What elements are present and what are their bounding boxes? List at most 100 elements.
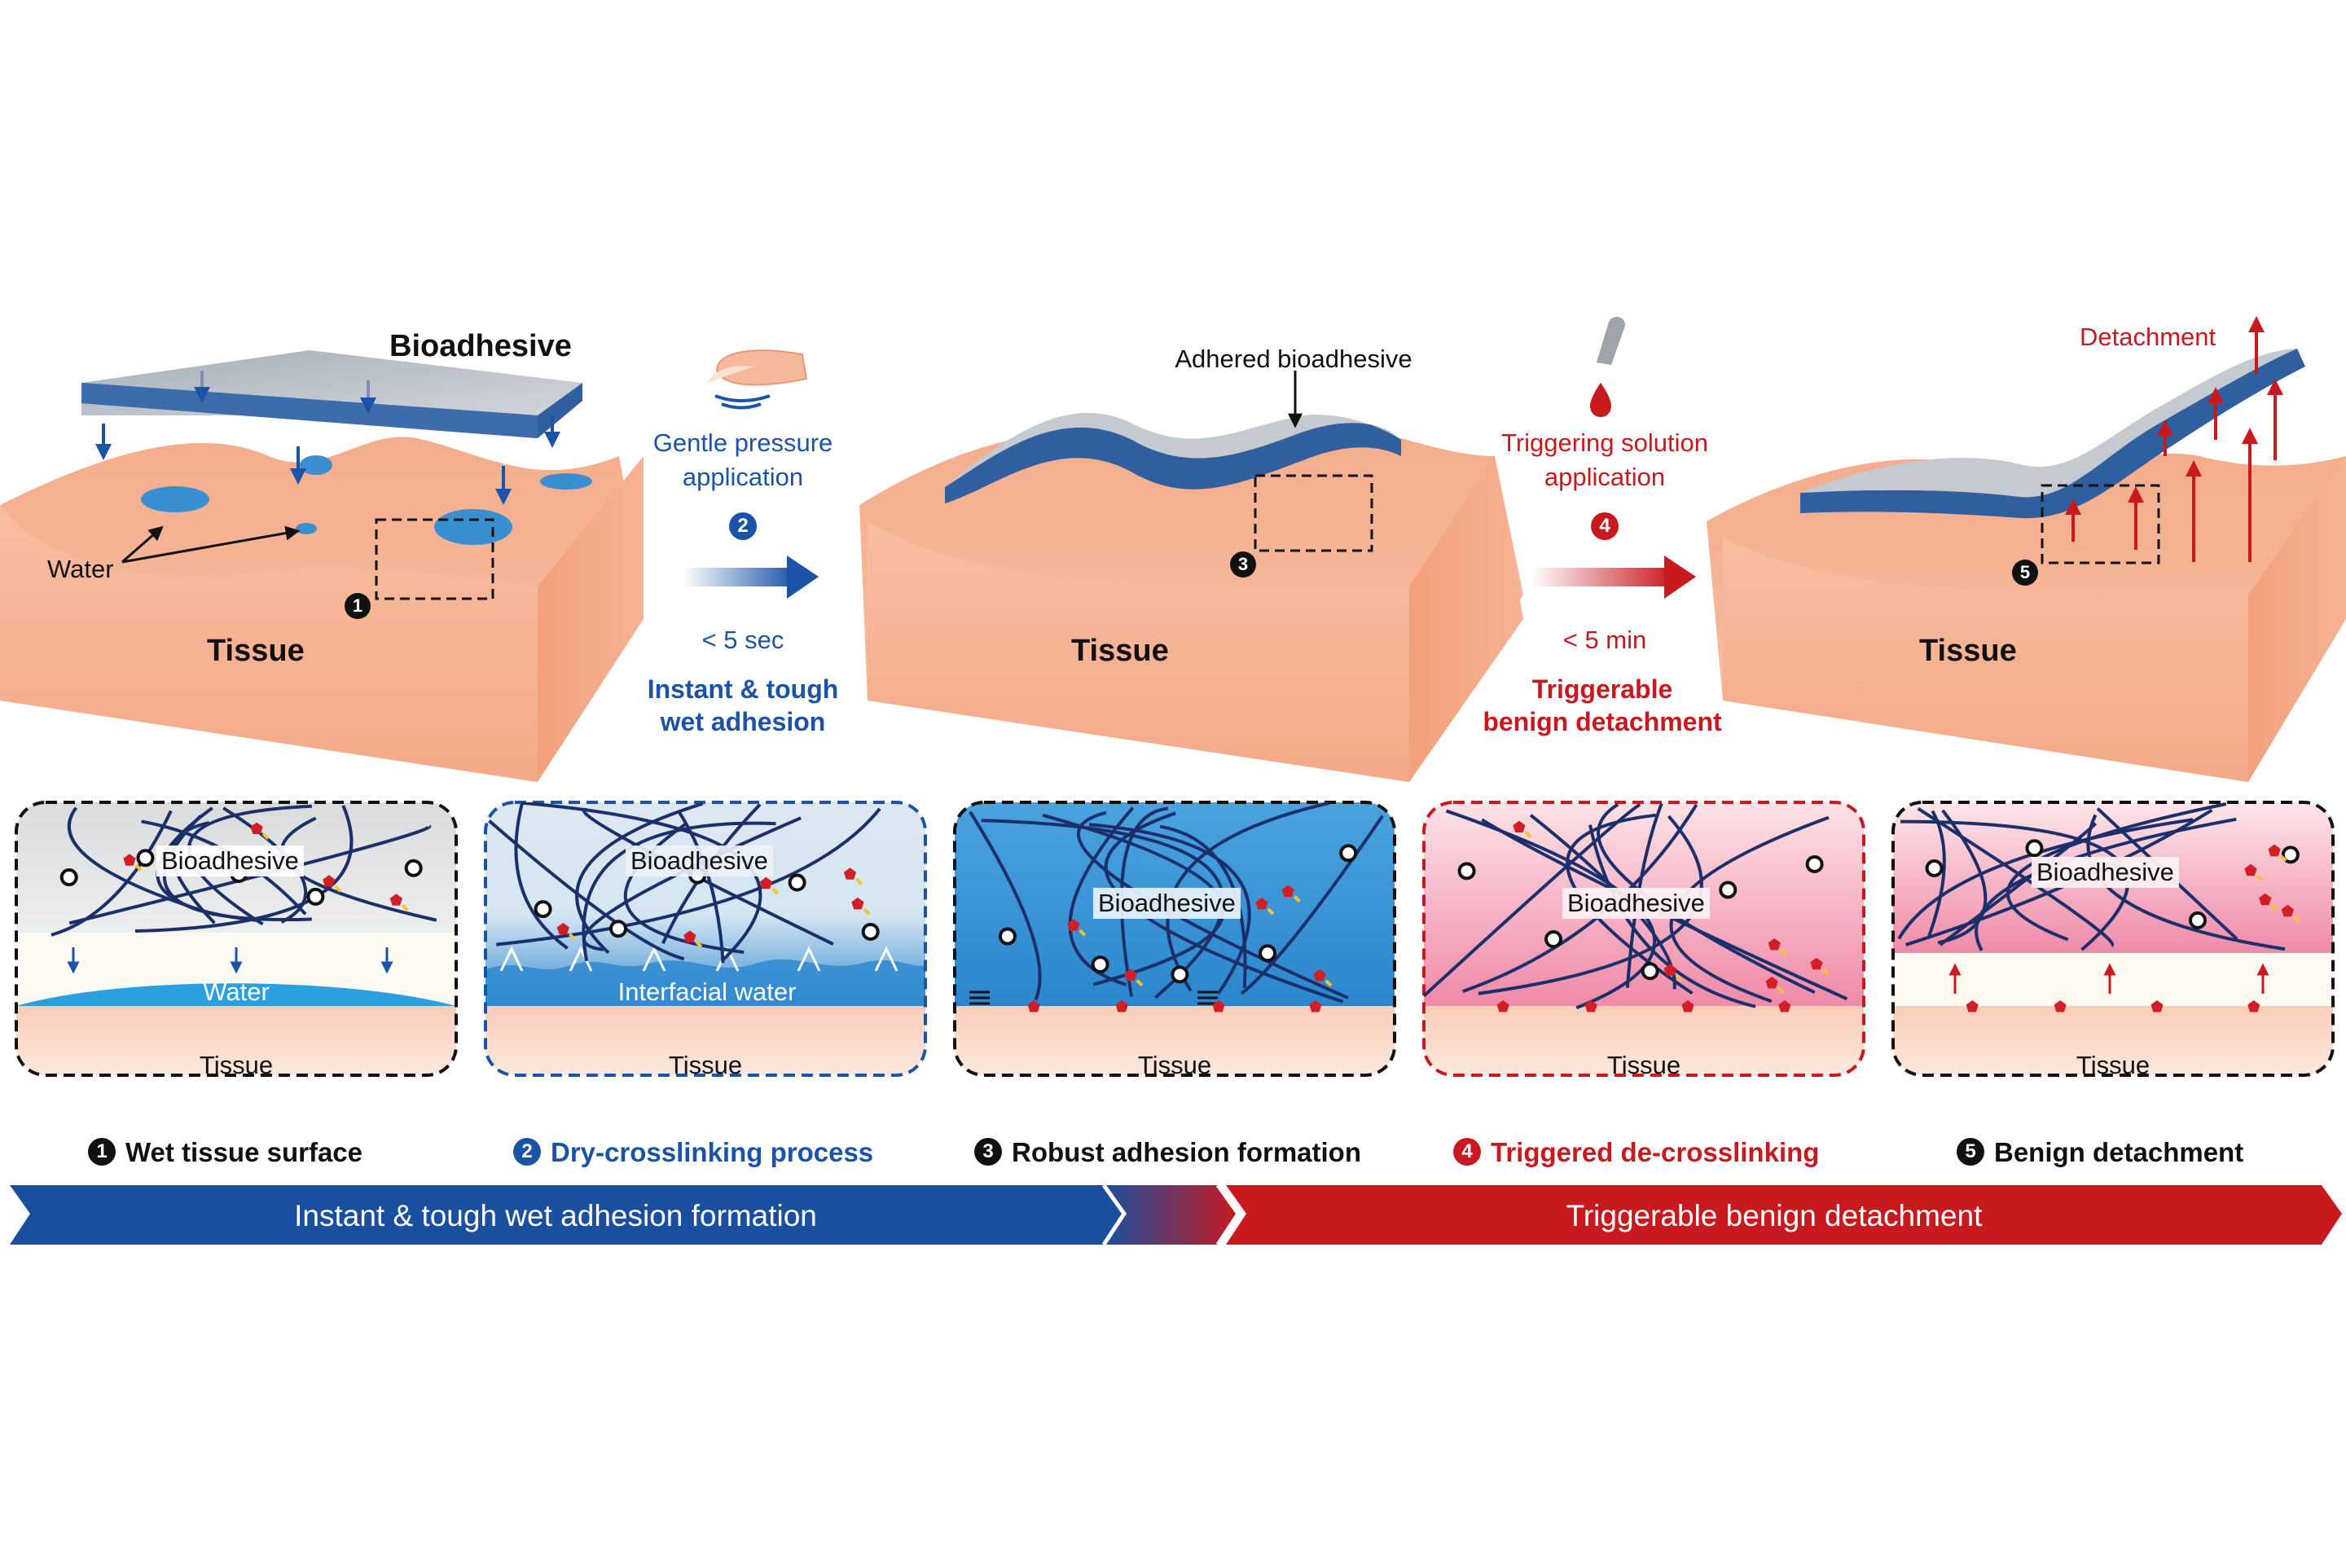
fingertip-icon: [707, 349, 808, 410]
nhs-group: [1810, 957, 1823, 970]
nhs-group: [2244, 863, 2257, 876]
tissue-amine-group: [1966, 1000, 1979, 1012]
crosslink-node: [1544, 930, 1563, 949]
step2-line2: application: [682, 463, 804, 491]
panel-3: [955, 802, 1395, 1075]
step4-time: < 5 min: [1562, 626, 1647, 654]
polymer-strand: [1076, 810, 1349, 999]
polymer-strand: [1900, 819, 2129, 951]
linker: [261, 832, 270, 840]
step2-line1: Gentle pressure: [652, 428, 833, 457]
panel1-water-label: Water: [203, 977, 270, 1006]
tissue-amine-group: [1115, 1000, 1128, 1012]
step4-result-line1: Triggerable: [1531, 674, 1673, 704]
crosslink-node: [609, 920, 628, 938]
panel3-tissue-label: Tissue: [1137, 1051, 1212, 1079]
polymer-strand: [1597, 802, 1816, 995]
linker: [2256, 874, 2264, 882]
tissue-amine-group: [1212, 1000, 1225, 1012]
step2-result-line2: wet adhesion: [660, 707, 826, 736]
step4-result-line2: benign detachment: [1483, 707, 1722, 736]
crosslink-node: [1171, 965, 1189, 984]
polymer-strand: [1159, 824, 1247, 988]
nhs-group: [323, 875, 336, 887]
panel4-bioadhesive-label: Bioadhesive: [1562, 888, 1710, 920]
nhs-group: [1768, 938, 1781, 951]
panel-2-network: [488, 802, 881, 964]
polymer-strand: [67, 806, 215, 916]
step4-line1: Triggering solution: [1501, 428, 1708, 457]
crosslink-node: [861, 922, 880, 941]
polymer-strand: [1625, 802, 1663, 988]
crosslink-node: [1091, 955, 1109, 974]
bioadhesive-label: Bioadhesive: [389, 329, 572, 363]
crosslink-node: [1925, 859, 1944, 877]
crosslink-node: [1457, 862, 1476, 881]
nhs-group: [1281, 885, 1294, 897]
tissue-amine-group: [1496, 1000, 1509, 1012]
panel1-bioadhesive-label: Bioadhesive: [156, 845, 304, 877]
linker: [1779, 948, 1787, 956]
nhs-group: [2259, 893, 2272, 906]
polymer-strand: [1937, 809, 1988, 945]
nhs-group: [1513, 820, 1526, 832]
polymer-strand: [1566, 813, 1694, 995]
linker: [1293, 895, 1301, 903]
dropper-icon: [1590, 316, 1626, 417]
polymer-strand: [1917, 807, 2115, 947]
step4-arrow: [1531, 556, 1696, 599]
linker: [1136, 979, 1144, 986]
polymer-strand: [1897, 818, 2194, 940]
nhs-group: [556, 922, 569, 935]
tissue-amine-group: [2150, 1000, 2164, 1012]
linker: [568, 933, 576, 941]
tissue-block-1: [0, 437, 644, 782]
linker: [695, 940, 703, 948]
crosslink-node: [788, 873, 806, 892]
stage5-badge: 5: [2012, 560, 2048, 588]
crosslink-node: [1719, 881, 1738, 899]
tissue-amine-group: [1584, 1000, 1597, 1012]
crosslink-node: [1259, 944, 1277, 963]
linker: [2292, 915, 2300, 923]
linker: [1325, 979, 1333, 987]
tissue-label-3: Tissue: [1071, 634, 1169, 668]
nhs-group: [123, 854, 136, 866]
nhs-group: [2281, 904, 2294, 917]
polymer-strand: [1424, 802, 1641, 998]
polymer-strand: [1119, 806, 1169, 997]
polymer-strand: [582, 807, 834, 946]
crosslink-node: [1805, 854, 1824, 873]
linker: [863, 907, 871, 916]
nhs-group: [1313, 969, 1326, 982]
nhs-group: [843, 867, 857, 880]
panel2-tissue-label: Tissue: [668, 1051, 743, 1079]
panel2-interfacial-water-label: Interfacial water: [617, 977, 797, 1006]
tissue-block-5: [1707, 316, 2346, 782]
polymer-strand: [981, 819, 1225, 999]
polymer-strand: [488, 819, 685, 961]
crosslink-node: [1641, 962, 1659, 981]
tissue-block-3: [859, 371, 1523, 782]
nhs-group: [1255, 898, 1268, 910]
nhs-group: [250, 822, 263, 834]
crosslink-node: [306, 887, 325, 906]
panel-5-border: [1891, 801, 2335, 1077]
nhs-group: [1067, 919, 1080, 931]
tissue-amine-group: [1309, 1000, 1322, 1012]
panel2-bioadhesive-label: Bioadhesive: [626, 845, 773, 877]
nhs-group: [683, 930, 696, 942]
polymer-strand: [2006, 802, 2227, 942]
polymer-strand: [969, 810, 1042, 1001]
water-label: Water: [47, 555, 114, 583]
tissue-amine-group: [1681, 1000, 1694, 1012]
polymer-strand: [187, 804, 312, 926]
panel-2-border: [484, 801, 927, 1077]
crosslink-node: [2188, 911, 2207, 929]
process-banner: [10, 1184, 2342, 1246]
tissue-label-5: Tissue: [1919, 634, 2017, 668]
